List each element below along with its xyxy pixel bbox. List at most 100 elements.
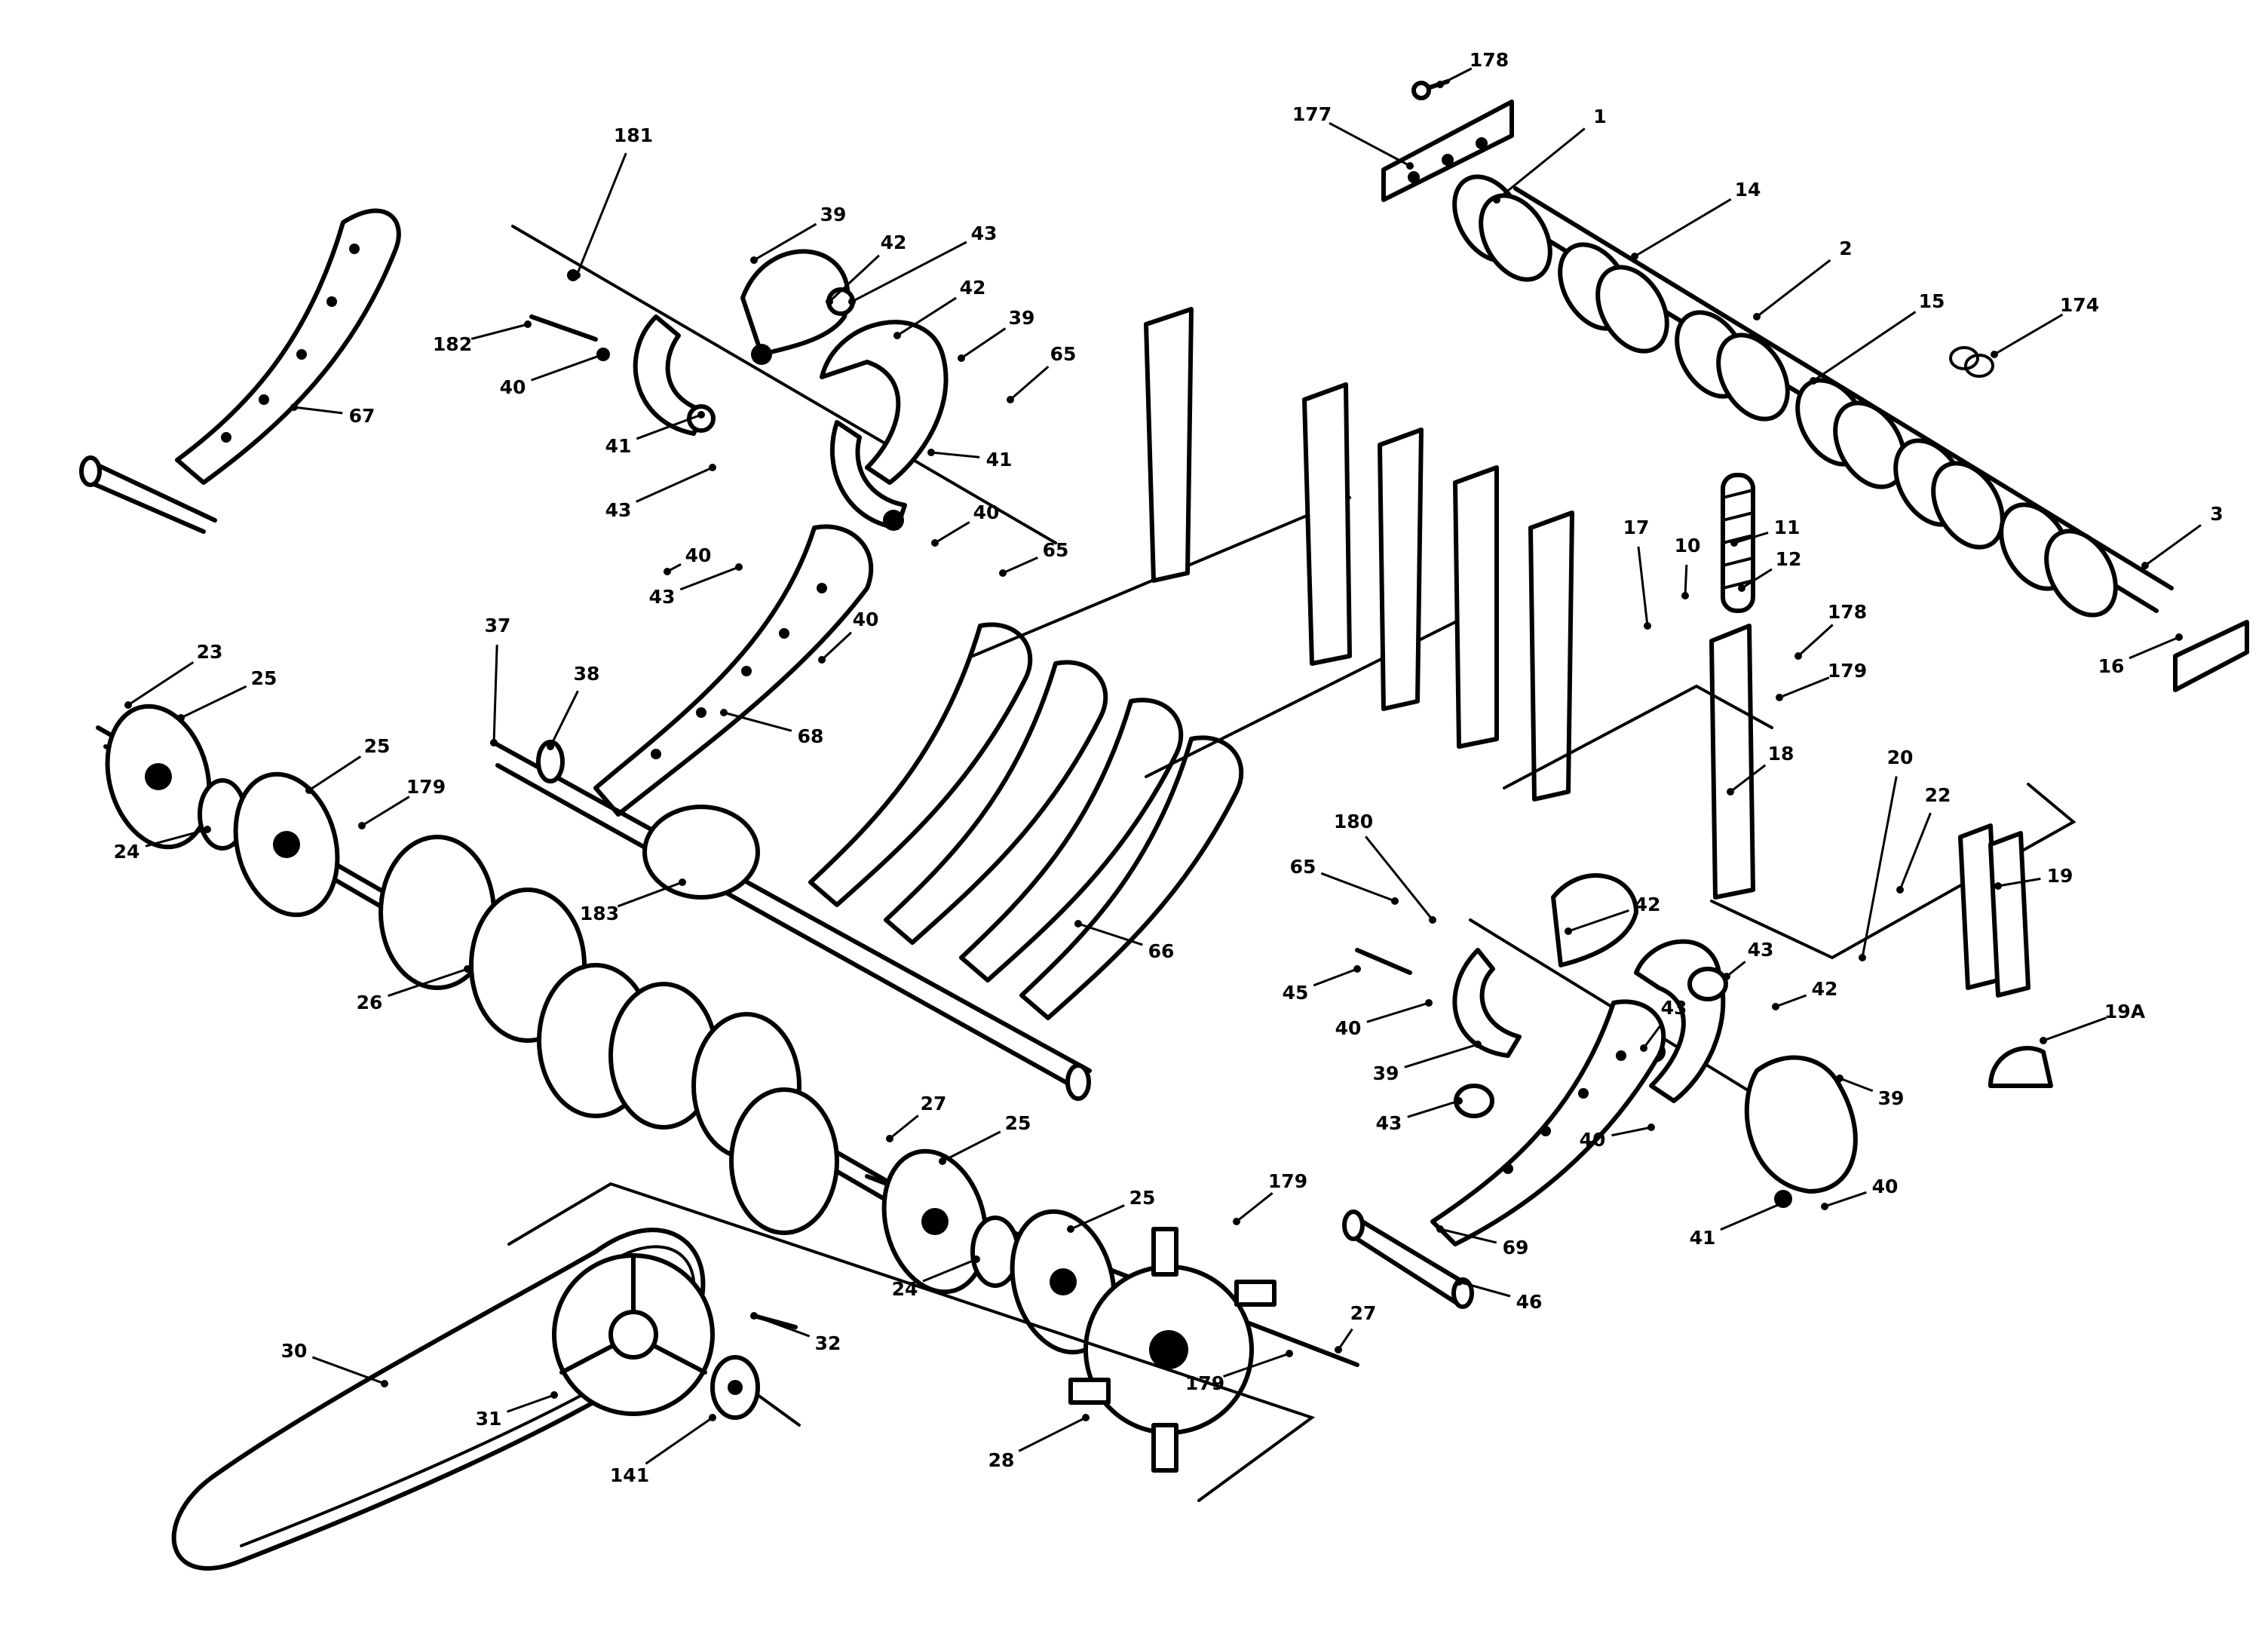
callout-c31: 31 (476, 1391, 558, 1430)
leader-line (530, 353, 604, 382)
part-number-label: 14 (1735, 179, 1761, 201)
leader-dot (1286, 1350, 1293, 1357)
leader-line (1994, 313, 2064, 356)
leader-dot (1406, 162, 1414, 170)
leader-dot (464, 965, 471, 973)
callout-c40e: 40 (1335, 999, 1433, 1039)
leader-dot (697, 411, 705, 418)
part-number-label: 17 (1623, 517, 1650, 538)
leader-line (1779, 676, 1830, 699)
callout-c141: 141 (610, 1414, 716, 1486)
callout-c65c: 65 (1290, 856, 1399, 905)
callout-c179a: 179 (358, 776, 446, 829)
callout-c25d: 25 (1067, 1187, 1155, 1233)
part-number-label: 27 (1350, 1302, 1377, 1324)
callout-c40b: 40 (931, 501, 999, 547)
leader-dot (1753, 313, 1761, 320)
leader-dot (1455, 1278, 1463, 1286)
callout-c28: 28 (988, 1414, 1090, 1471)
callout-c179b: 179 (1776, 660, 1867, 701)
leader-dot (1640, 1044, 1647, 1052)
leader-line (934, 521, 970, 544)
callout-c42a: 42 (826, 231, 906, 305)
part-number-label: 24 (114, 841, 140, 863)
leader-dot (1455, 1097, 1463, 1105)
part-number-label: 38 (574, 663, 600, 685)
leader-line (127, 661, 195, 707)
leader-line (820, 631, 852, 661)
part-number-label: 11 (1774, 517, 1801, 538)
part-number-label: 182 (433, 333, 472, 355)
callout-c40f: 40 (1580, 1124, 1655, 1151)
leader-dot (1779, 1199, 1787, 1206)
part-number-label: 178 (1828, 601, 1867, 623)
leader-dot (939, 1157, 946, 1165)
curved-arm-67 (79, 208, 401, 534)
leader-dot (1810, 377, 1817, 385)
leader-dot (886, 1135, 893, 1142)
leader-dot (305, 786, 313, 794)
leader-line (1813, 311, 1917, 382)
leader-line (1236, 1191, 1273, 1223)
leader-line (575, 152, 627, 276)
crank-arms-group-66 (808, 496, 1494, 1020)
leader-dot (2040, 1037, 2047, 1044)
leader-line (1611, 1126, 1652, 1137)
part-number-label: 23 (197, 641, 223, 663)
leader-dot (931, 539, 939, 547)
leader-dot (290, 403, 298, 411)
leader-line (1839, 1077, 1874, 1093)
leader-line (942, 1130, 1001, 1163)
callout-c43b: 43 (605, 464, 716, 521)
part-number-label: 40 (1872, 1176, 1899, 1197)
callout-c20: 20 (1859, 746, 1913, 961)
part-number-label: 10 (1675, 535, 1701, 556)
leader-dot (1859, 954, 1866, 961)
leader-dot (1429, 916, 1436, 924)
callout-c3: 3 (2141, 503, 2224, 569)
part-number-label: 179 (1185, 1372, 1224, 1394)
part-number-label: 41 (1690, 1227, 1716, 1249)
part-number-label: 22 (1925, 784, 1951, 806)
part-number-label: 40 (1580, 1129, 1606, 1151)
leader-line (361, 796, 410, 827)
leader-line (1730, 764, 1767, 793)
leader-dot (1493, 196, 1500, 204)
part-number-label: 39 (1373, 1062, 1399, 1084)
leader-dot (1474, 1041, 1482, 1048)
callout-c12: 12 (1738, 548, 1801, 592)
leader-dot (550, 1391, 558, 1399)
leader-line (753, 1314, 811, 1338)
part-number-label: 40 (1335, 1017, 1362, 1039)
part-number-label: 141 (610, 1464, 649, 1486)
leader-dot (1681, 592, 1689, 599)
leader-line (1797, 624, 1834, 658)
part-number-label: 183 (580, 903, 619, 924)
callout-c16: 16 (2098, 633, 2183, 677)
callout-c15: 15 (1810, 290, 1945, 385)
leader-line (1365, 835, 1434, 921)
part-number-label: 68 (798, 725, 824, 747)
callout-c46: 46 (1455, 1278, 1542, 1313)
part-number-label: 40 (685, 544, 712, 566)
part-number-label: 181 (614, 124, 653, 146)
part-number-label: 65 (1043, 539, 1069, 561)
leader-dot (958, 354, 965, 362)
leader-line (311, 1356, 385, 1385)
callout-c43a: 43 (848, 222, 997, 305)
callout-c40d: 40 (818, 609, 878, 664)
callout-c27a: 27 (886, 1093, 946, 1142)
leader-dot (1082, 1414, 1090, 1421)
part-number-label: 32 (815, 1332, 841, 1354)
part-number-label: 28 (988, 1449, 1015, 1471)
leader-dot (1631, 253, 1638, 260)
callout-c179c: 179 (1233, 1170, 1307, 1225)
leader-dot (547, 743, 554, 750)
leader-line (1407, 1099, 1460, 1118)
callout-c39c: 39 (1373, 1041, 1482, 1084)
leader-line (1637, 546, 1649, 627)
leader-line (1320, 872, 1396, 903)
drum-183 (642, 805, 760, 900)
